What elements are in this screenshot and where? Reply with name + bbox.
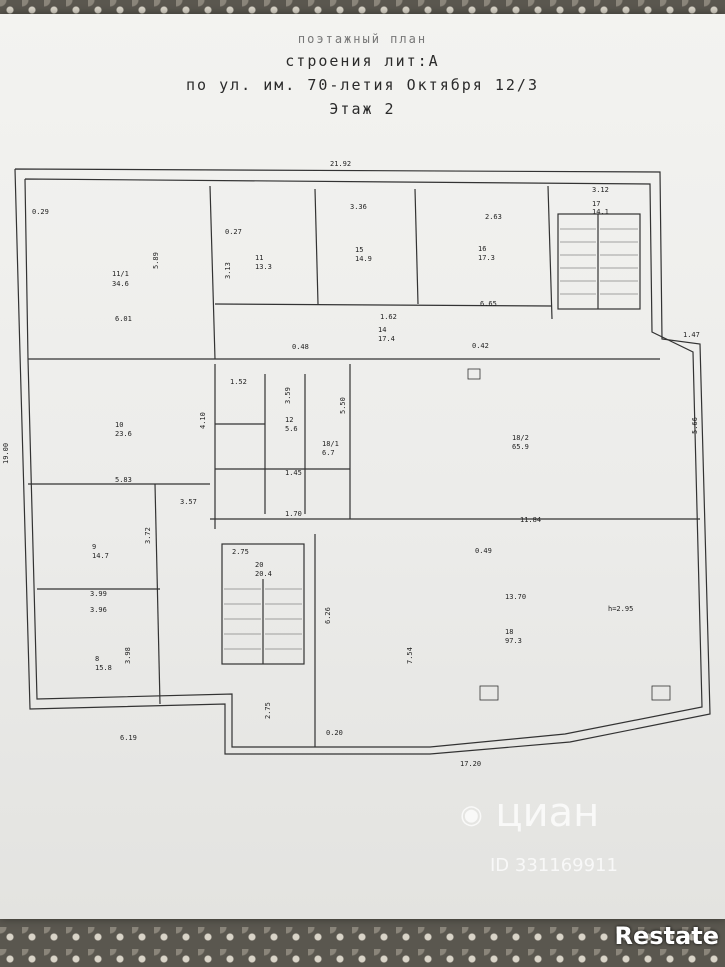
dim-6: 6.65 (480, 300, 497, 308)
dim-overall-top: 21.92 (330, 160, 351, 168)
svg-text:14.9: 14.9 (355, 255, 372, 263)
dim-36: 0.20 (326, 729, 343, 737)
svg-text:14.7: 14.7 (92, 552, 109, 560)
svg-text:15.8: 15.8 (95, 664, 112, 672)
plan-floor: Этаж 2 (329, 100, 396, 118)
dim-21: h=2.95 (608, 605, 633, 613)
dim-32: 0.27 (225, 228, 242, 236)
svg-text:20: 20 (255, 561, 263, 569)
dim-15: 6.19 (120, 734, 137, 742)
svg-text:18/2: 18/2 (512, 434, 529, 442)
dim-31: 0.29 (32, 208, 49, 216)
svg-text:6.7: 6.7 (322, 449, 335, 457)
plan-building: строения лит:А (285, 52, 440, 70)
svg-text:8: 8 (95, 655, 99, 663)
dim-18: 5.66 (691, 417, 699, 434)
svg-text:14.1: 14.1 (592, 208, 609, 216)
svg-text:11/1: 11/1 (112, 270, 129, 278)
svg-text:18/1: 18/1 (322, 440, 339, 448)
room-label: 18/16.7 (322, 440, 339, 457)
dim-overall-left: 19.00 (2, 443, 10, 464)
dim-33: 0.48 (292, 343, 309, 351)
room-label: 914.7 (92, 543, 109, 560)
watermark-id: ID 331169911 (490, 855, 618, 876)
svg-text:5.6: 5.6 (285, 425, 298, 433)
watermark-brand: ◉ циан (460, 790, 600, 836)
dim-2: 5.89 (152, 252, 160, 269)
svg-text:13.3: 13.3 (255, 263, 272, 271)
svg-text:17: 17 (592, 200, 600, 208)
dim-17: 3.98 (124, 647, 132, 664)
svg-text:20.4: 20.4 (255, 570, 272, 578)
dim-14: 3.96 (90, 606, 107, 614)
plan-title: поэтажный план (297, 32, 428, 46)
dim-10: 13.70 (505, 593, 526, 601)
svg-text:97.3: 97.3 (505, 637, 522, 645)
dim-29: 1.70 (285, 510, 302, 518)
floor-plan-drawing: 21.92 17.20 19.00 6.01 5.89 3.13 3.36 2.… (2, 160, 711, 768)
room-label: 815.8 (95, 655, 112, 672)
dim-30: 1.52 (230, 378, 247, 386)
svg-text:12: 12 (285, 416, 293, 424)
location-pin-icon: ◉ (460, 800, 483, 830)
dim-28: 1.45 (285, 469, 302, 477)
dim-26: 5.50 (339, 397, 347, 414)
dim-9: 11.84 (520, 516, 541, 524)
dim-19: 2.75 (232, 548, 249, 556)
svg-text:23.6: 23.6 (115, 430, 132, 438)
dim-35: 0.49 (475, 547, 492, 555)
dim-20: 2.75 (264, 702, 272, 719)
dim-34: 0.42 (472, 342, 489, 350)
svg-text:10: 10 (115, 421, 123, 429)
dim-16: 3.72 (144, 527, 152, 544)
floor-plan-sheet: поэтажный план строения лит:А по ул. им.… (0, 14, 725, 919)
svg-text:15: 15 (355, 246, 363, 254)
dim-1: 6.01 (115, 315, 132, 323)
svg-text:18: 18 (505, 628, 513, 636)
svg-text:17.3: 17.3 (478, 254, 495, 262)
dim-12: 6.26 (324, 607, 332, 624)
svg-text:34.6: 34.6 (112, 280, 129, 288)
dim-13: 3.99 (90, 590, 107, 598)
dim-11: 7.54 (406, 647, 414, 664)
dim-overall-bottom: 17.20 (460, 760, 481, 768)
dim-8: 5.83 (115, 476, 132, 484)
corner-brand-logo: Restate (614, 922, 719, 950)
outer-wall (14, 168, 711, 755)
svg-text:11: 11 (255, 254, 263, 262)
dim-25: 4.10 (199, 412, 207, 429)
room-label: 125.6 (285, 416, 298, 433)
svg-text:9: 9 (92, 543, 96, 551)
svg-text:17.4: 17.4 (378, 335, 395, 343)
dim-7: 1.62 (380, 313, 397, 321)
dim-3: 3.13 (224, 262, 232, 279)
room-label: 18/265.9 (512, 434, 529, 451)
dim-27: 3.59 (284, 387, 292, 404)
svg-text:14: 14 (378, 326, 386, 334)
svg-text:16: 16 (478, 245, 486, 253)
plan-address: по ул. им. 70-летия Октября 12/3 (186, 76, 539, 94)
dim-23: 1.47 (683, 331, 700, 339)
dim-5: 2.63 (485, 213, 502, 221)
svg-text:65.9: 65.9 (512, 443, 529, 451)
dim-24: 3.12 (592, 186, 609, 194)
room-label: 11/1 34.6 (112, 270, 129, 288)
dim-4: 3.36 (350, 203, 367, 211)
dim-22: 3.57 (180, 498, 197, 506)
